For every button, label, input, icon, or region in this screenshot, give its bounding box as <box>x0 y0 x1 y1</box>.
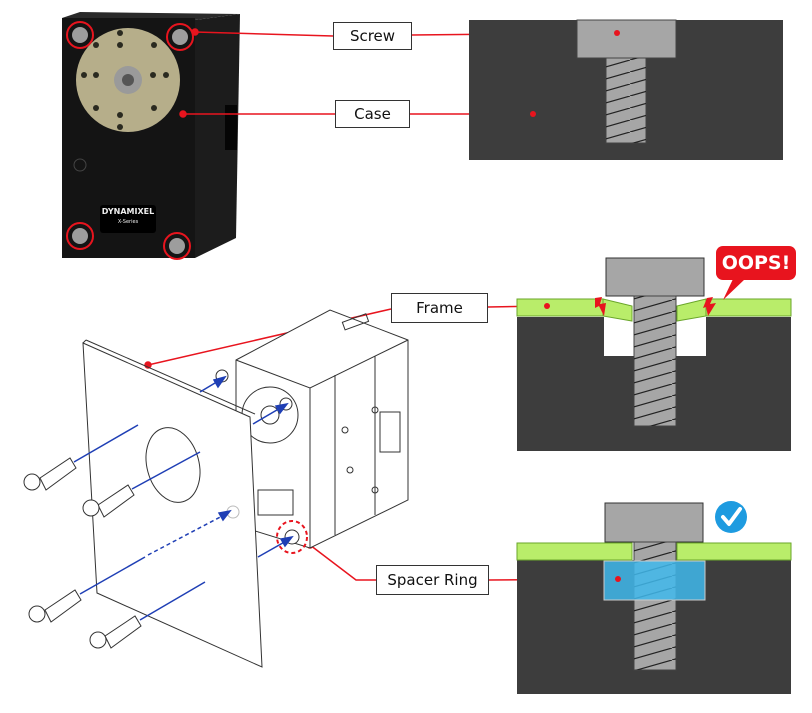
spacer-ring-section <box>603 560 706 601</box>
check-icon <box>715 501 747 533</box>
section-screw-case <box>469 19 783 160</box>
label-screw: Screw <box>333 22 412 50</box>
oops-badge: OOPS! <box>716 246 796 280</box>
spacer-ring-highlight <box>276 520 308 554</box>
section-with-spacer <box>516 501 792 694</box>
label-frame: Frame <box>391 293 488 323</box>
label-case: Case <box>335 100 410 128</box>
guide-arrows <box>73 375 294 621</box>
servo-photo <box>62 12 240 260</box>
product-logo: DYNAMIXEL X-Series <box>100 207 156 231</box>
bolts <box>23 457 142 649</box>
exploded-assembly <box>23 309 409 668</box>
spark-icon <box>595 297 716 316</box>
series-name: X-Series <box>117 219 139 225</box>
brand-name: DYNAMIXEL <box>101 207 155 216</box>
screw-highlight-circles <box>66 21 194 260</box>
label-spacer-ring: Spacer Ring <box>376 565 489 595</box>
section-without-spacer <box>516 257 792 451</box>
